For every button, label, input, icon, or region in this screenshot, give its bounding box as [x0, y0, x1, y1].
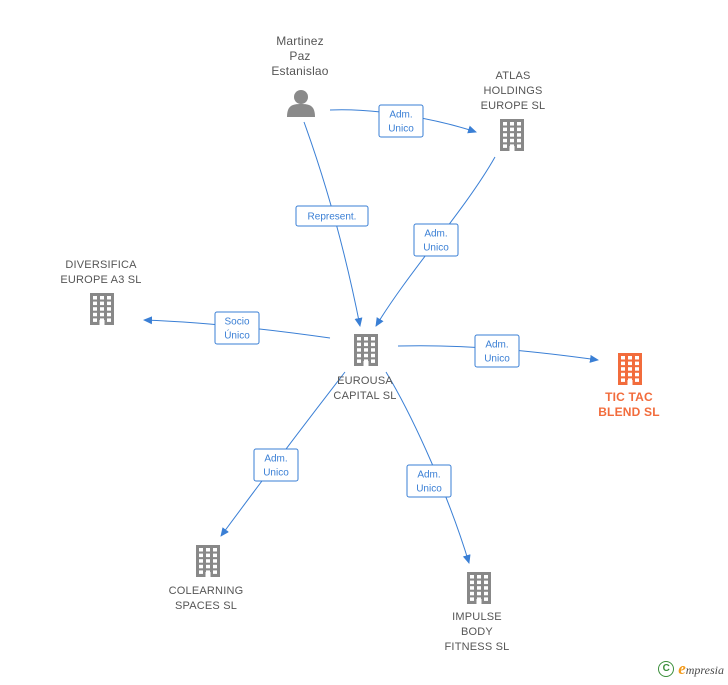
building-icon — [500, 119, 524, 151]
edge-label-text: Unico — [416, 484, 442, 495]
edge-martinez-atlas: Adm. Unico — [329, 104, 477, 138]
node-label-martinez: Martinez — [276, 34, 324, 48]
node-impulse[interactable]: IMPULSE BODY FITNESS SL — [445, 572, 510, 653]
edge-label-box — [413, 223, 459, 257]
copyright-icon: C — [658, 661, 675, 677]
edge-label-text: Unico — [388, 124, 414, 135]
building-icon — [467, 572, 491, 604]
edge-label-text: Adm. — [485, 340, 508, 351]
node-label-atlas: ATLAS — [495, 70, 530, 82]
node-label-martinez: Estanislao — [271, 64, 328, 78]
brand-logo: empresia — [678, 659, 724, 679]
edge-label-text: Adm. — [417, 470, 440, 481]
edge-eurousa-impulse: Adm. Unico — [385, 371, 471, 564]
node-label-impulse: FITNESS SL — [445, 641, 510, 653]
node-label-martinez: Paz — [289, 49, 310, 63]
brand-logo-e: e — [678, 659, 686, 678]
edge-label-box — [378, 104, 424, 138]
edge-label-box — [295, 205, 369, 227]
building-icon — [196, 545, 220, 577]
node-label-tictac: TIC TAC — [605, 390, 653, 404]
edge-label-text: Adm. — [389, 110, 412, 121]
edge-label-text: Unico — [263, 468, 289, 479]
node-label-atlas: EUROPE SL — [481, 100, 546, 112]
edge-label-box — [406, 464, 452, 498]
edge-martinez-eurousa: Represent. — [295, 121, 369, 327]
edge-label-text: Único — [224, 329, 250, 342]
edge-label-text: Unico — [423, 243, 449, 254]
building-icon — [354, 334, 378, 366]
person-icon — [287, 90, 315, 117]
edge-label-text: Socio — [224, 317, 249, 328]
node-diversifica[interactable]: DIVERSIFICA EUROPE A3 SL — [60, 259, 141, 325]
edge-label-box — [253, 448, 299, 482]
node-label-diversifica: EUROPE A3 SL — [60, 274, 141, 286]
edge-label-text: Adm. — [424, 229, 447, 240]
edge-label-text: Adm. — [264, 454, 287, 465]
edge-line-eurousa-impulse — [385, 371, 471, 564]
edge-label-box — [474, 334, 520, 368]
node-label-colearning: SPACES SL — [175, 600, 237, 612]
edge-label-text: Unico — [484, 354, 510, 365]
building-icon — [618, 353, 642, 385]
edge-label-text: Represent. — [308, 212, 357, 223]
node-colearning[interactable]: COLEARNING SPACES SL — [169, 545, 244, 612]
edge-eurousa-colearning: Adm. Unico — [220, 371, 346, 537]
node-atlas[interactable]: ATLAS HOLDINGS EUROPE SL — [481, 70, 546, 151]
node-label-impulse: IMPULSE — [452, 611, 502, 623]
edges-layer: Adm.UnicoRepresent.Adm.UnicoSocioÚnicoAd… — [143, 104, 599, 564]
node-label-eurousa: EUROUSA — [337, 375, 393, 387]
node-label-colearning: COLEARNING — [169, 585, 244, 597]
node-eurousa[interactable]: EUROUSA CAPITAL SL — [333, 334, 396, 402]
edge-eurousa-tictac: Adm. Unico — [397, 334, 599, 368]
node-label-eurousa: CAPITAL SL — [333, 390, 396, 402]
building-icon — [90, 293, 114, 325]
node-label-impulse: BODY — [461, 626, 493, 638]
footer-brand: C empresia — [658, 659, 724, 679]
node-label-atlas: HOLDINGS — [483, 85, 542, 97]
edge-label-box — [214, 311, 260, 345]
edge-atlas-eurousa: Adm. Unico — [375, 156, 496, 327]
brand-logo-text: mpresia — [685, 663, 724, 677]
node-label-tictac: BLEND SL — [598, 405, 660, 419]
node-label-diversifica: DIVERSIFICA — [65, 259, 137, 271]
